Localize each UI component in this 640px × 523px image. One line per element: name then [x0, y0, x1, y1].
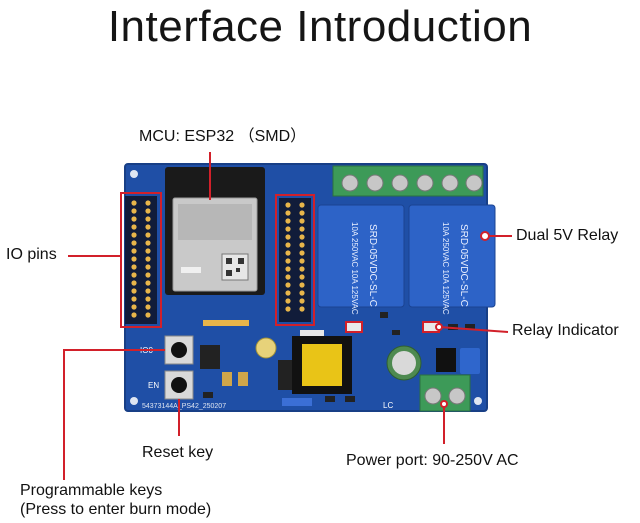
header-pin	[299, 202, 305, 208]
page-title: Interface Introduction	[107, 2, 533, 51]
callout-dots	[435, 231, 490, 408]
header-pin	[285, 298, 291, 304]
header-pin	[131, 288, 137, 294]
header-pin	[145, 216, 151, 222]
header-pin	[131, 296, 137, 302]
relay-output-terminals	[332, 165, 484, 197]
header-pin	[299, 234, 305, 240]
header-pin	[131, 224, 137, 230]
header-pin	[299, 210, 305, 216]
header-pin	[145, 248, 151, 254]
header-pin	[285, 266, 291, 272]
pcb-id-text: 54373144A_PS42_250207	[142, 403, 226, 410]
header-pin	[299, 298, 305, 304]
relay-2-model: SRD-05VDC-SL-C	[458, 224, 469, 307]
en-button	[164, 370, 194, 400]
relay-1	[317, 204, 405, 308]
header-pin	[285, 218, 291, 224]
lc-silk-label: LC	[383, 401, 393, 410]
header-pin	[299, 282, 305, 288]
programmable-keys-label: Programmable keys	[20, 482, 163, 499]
dual-relay-label: Dual 5V Relay	[516, 227, 619, 244]
en-silk-label: EN	[148, 381, 159, 390]
header-pin	[299, 306, 305, 312]
io0-button	[164, 335, 194, 365]
smd-components	[200, 312, 475, 406]
header-pin	[285, 290, 291, 296]
mount-hole	[130, 397, 138, 405]
header-pin	[131, 232, 137, 238]
capacitors	[255, 337, 480, 381]
header-pin	[285, 282, 291, 288]
header-pin	[145, 304, 151, 310]
header-pin	[299, 258, 305, 264]
header-pin	[145, 256, 151, 262]
header-pin	[285, 274, 291, 280]
header-pin	[145, 288, 151, 294]
header-pin	[131, 304, 137, 310]
header-pin	[285, 202, 291, 208]
header-pin	[131, 240, 137, 246]
header-pin	[131, 264, 137, 270]
header-pin	[131, 248, 137, 254]
power-transformer	[292, 336, 352, 394]
relay-1-rating: 10A 250VAC 10A 125VAC	[350, 222, 359, 315]
mount-hole	[130, 170, 138, 178]
header-pin	[299, 218, 305, 224]
header-pin	[285, 234, 291, 240]
header-pin	[145, 200, 151, 206]
relay-indicator-label: Relay Indicator	[512, 322, 619, 339]
header-pin	[145, 272, 151, 278]
header-pin	[131, 272, 137, 278]
header-pin	[285, 210, 291, 216]
header-pin	[145, 208, 151, 214]
header-pin	[145, 296, 151, 302]
right-header-pins	[275, 194, 315, 326]
header-pin	[299, 274, 305, 280]
left-pin-grid	[131, 200, 151, 318]
header-pin	[131, 312, 137, 318]
header-pin	[299, 226, 305, 232]
relay-1-model: SRD-05VDC-SL-C	[367, 224, 378, 307]
programmable-keys-sublabel: (Press to enter burn mode)	[20, 501, 212, 518]
header-pin	[131, 280, 137, 286]
header-pin	[299, 290, 305, 296]
right-pin-grid	[285, 202, 305, 312]
esp32-module	[165, 167, 265, 295]
header-pin	[299, 250, 305, 256]
left-header-pins	[120, 192, 162, 328]
relay-2	[408, 204, 496, 308]
header-pin	[131, 216, 137, 222]
programmable-keys-callout	[63, 349, 165, 480]
mcu-label: MCU: ESP32 （SMD）	[139, 128, 307, 145]
header-pin	[299, 266, 305, 272]
relay-2-rating: 10A 250VAC 10A 125VAC	[441, 222, 450, 315]
header-pin	[145, 312, 151, 318]
header-pin	[285, 306, 291, 312]
header-pin	[285, 258, 291, 264]
header-pin	[131, 200, 137, 206]
mount-hole	[474, 397, 482, 405]
header-pin	[285, 250, 291, 256]
header-pin	[131, 208, 137, 214]
header-pin	[299, 242, 305, 248]
io-pins-label: IO pins	[6, 246, 57, 263]
header-pin	[145, 224, 151, 230]
header-pin	[285, 242, 291, 248]
header-pin	[145, 240, 151, 246]
header-pin	[145, 232, 151, 238]
header-pin	[131, 256, 137, 262]
header-pin	[145, 264, 151, 270]
relay-indicator-callout	[438, 326, 509, 333]
header-pin	[145, 280, 151, 286]
power-port-label: Power port: 90-250V AC	[346, 452, 519, 469]
header-pin	[285, 226, 291, 232]
reset-key-label: Reset key	[142, 444, 214, 461]
